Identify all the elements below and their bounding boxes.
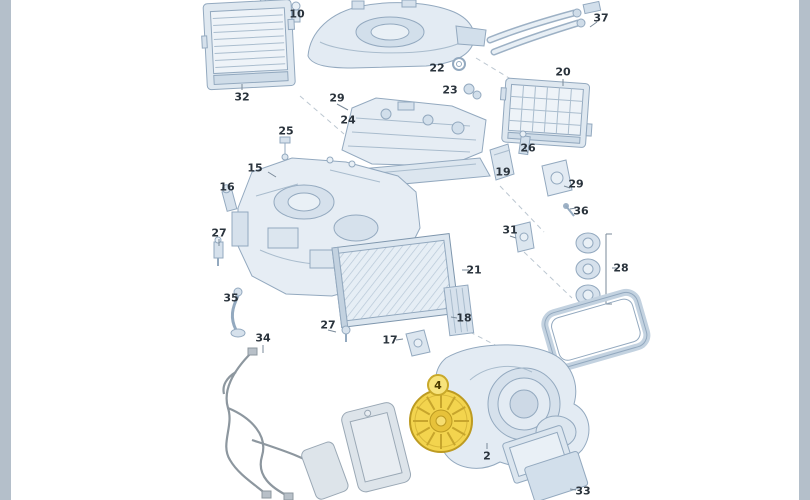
part-label-18-20: 18 (456, 311, 472, 325)
part-label-17-22: 17 (382, 333, 398, 347)
part-label-36-14: 36 (573, 204, 589, 218)
seal-frame-art (541, 288, 651, 371)
part-35-lever (230, 287, 246, 338)
part-19-flap (489, 143, 515, 181)
part-label-29-6: 29 (329, 91, 345, 105)
part-label-33-25: 33 (575, 484, 591, 498)
part-label-35-19: 35 (223, 291, 239, 305)
part-17-bracket (405, 329, 431, 357)
part-label-37-1: 37 (593, 11, 609, 25)
part-label-31-15: 31 (502, 223, 518, 237)
part-label-16-13: 16 (219, 180, 235, 194)
part-label-21-17: 21 (466, 263, 482, 277)
right-edge-bar (799, 0, 810, 500)
part-4-blower-highlighted[interactable] (409, 389, 473, 453)
part-label-27-21: 27 (320, 318, 336, 332)
part-16-clip (221, 184, 238, 212)
part-label-15-12: 15 (247, 161, 263, 175)
part-31-bracket (513, 221, 535, 253)
side-panel-art (301, 402, 412, 500)
part-label-28-18: 28 (613, 261, 629, 275)
part-label-10-0: 10 (289, 7, 305, 21)
part-20-heater-core (499, 77, 593, 148)
part-label-19-10: 19 (495, 165, 511, 179)
part-label-27-16: 27 (211, 226, 227, 240)
left-edge-bar (0, 0, 11, 500)
part-label-34-23: 34 (255, 331, 271, 345)
part-25-sensor (279, 136, 291, 161)
highlighted-part-badge-4[interactable]: 4 (427, 374, 449, 396)
distribution-housing-art (307, 0, 487, 69)
part-label-25-8: 25 (278, 124, 294, 138)
part-label-2-24: 2 (483, 449, 491, 463)
part-18-side-element (443, 284, 475, 337)
label-leader-ticks (218, 21, 617, 491)
part-label-23-3: 23 (442, 83, 458, 97)
part-29-right-bracket (541, 159, 573, 197)
part-26-bracket (518, 130, 531, 156)
part-32-radiator (201, 0, 296, 91)
part-label-22-2: 22 (429, 61, 445, 75)
part-label-24-7: 24 (340, 113, 356, 127)
part-21-evaporator (331, 233, 460, 328)
part-27-second-bolt (341, 325, 351, 342)
part-label-29-11: 29 (568, 177, 584, 191)
part-label-20-4: 20 (555, 65, 571, 79)
part-label-32-5: 32 (234, 90, 250, 104)
part-37-pipes (486, 0, 602, 56)
part-label-26-9: 26 (520, 141, 536, 155)
part-22-23-grommets (452, 57, 482, 100)
part-36-screw (563, 203, 575, 217)
